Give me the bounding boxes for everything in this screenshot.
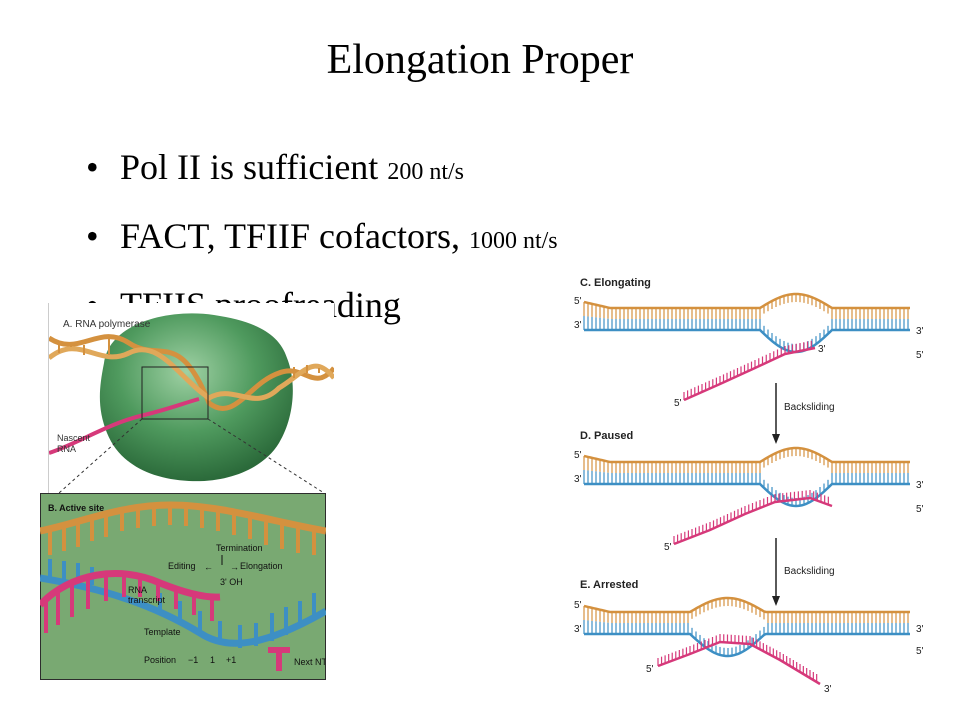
five-prime-label: 5' (916, 350, 924, 361)
backsliding-label-2: Backsliding (784, 566, 835, 577)
next-ntp-icon (268, 647, 290, 671)
dna-top-strand (583, 446, 910, 464)
bullet-item: • FACT, TFIIF cofactors, 1000 nt/s (86, 204, 558, 273)
template-label: Template (144, 627, 181, 637)
bullet-text: Pol II is sufficient (120, 147, 388, 187)
panel-d-paused: D. Paused 5' 3' 3' 5' 5' (574, 430, 924, 553)
three-prime-label: 3' (916, 480, 924, 491)
backsliding-illustration: C. Elongating 5' 3' 3' 5' 3' 5' Backslid… (574, 277, 924, 695)
elongation-label: Elongation (240, 561, 283, 571)
bullet-item: • Pol II is sufficient 200 nt/s (86, 135, 558, 204)
five-prime-label: 5' (574, 600, 582, 611)
panel-e-arrested: E. Arrested 5' 3' 3' 5' 5' 3' (574, 579, 924, 695)
panel-c-elongating: C. Elongating 5' 3' 3' 5' 3' 5' (574, 277, 924, 409)
dna-helix (49, 334, 334, 411)
rna-strand (657, 640, 821, 686)
dna-top-strand (583, 596, 910, 614)
dna-top-strand (583, 292, 910, 310)
figure-active-site: B. Active site Termination Editing ← → E… (40, 493, 326, 680)
slide-title: Elongation Proper (326, 37, 634, 83)
three-prime-label: 3' (916, 326, 924, 337)
rna-strand (683, 346, 816, 402)
bullet-marker: • (86, 216, 99, 256)
rna-label: RNA (57, 444, 76, 454)
editing-arrow: ← (204, 562, 213, 572)
three-prime-label: 3' (824, 684, 832, 695)
rna-transcript-label-2: transcript (128, 595, 166, 605)
figure-rna-polymerase: A. RNA polymerase Nascent RNA (48, 303, 334, 493)
three-prime-label: 3' (574, 624, 582, 635)
position-1: 1 (210, 655, 215, 665)
five-prime-label: 5' (674, 398, 682, 409)
dna-bottom-strand (584, 328, 910, 354)
active-site-illustration: B. Active site Termination Editing ← → E… (40, 493, 326, 680)
rna-polymerase-illustration: A. RNA polymerase Nascent RNA (49, 313, 334, 493)
termination-label: Termination (216, 543, 263, 553)
oh-label: 3' OH (220, 577, 243, 587)
panel-e-label: E. Arrested (580, 579, 638, 591)
bullet-rate: 1000 nt/s (468, 228, 558, 254)
bullet-rate: 200 nt/s (387, 159, 464, 185)
panel-d-label: D. Paused (580, 430, 633, 442)
elongation-arrow: → (230, 562, 239, 572)
dna-bottom-strand (584, 482, 910, 508)
three-prime-label: 3' (916, 624, 924, 635)
editing-label: Editing (168, 561, 196, 571)
five-prime-label: 5' (574, 450, 582, 461)
figure-backsliding: C. Elongating 5' 3' 3' 5' 3' 5' Backslid… (570, 268, 940, 700)
panel-b-label: B. Active site (48, 503, 104, 513)
backsliding-label-1: Backsliding (784, 402, 835, 413)
five-prime-label: 5' (574, 296, 582, 307)
next-ntp-label: Next NTP (294, 657, 326, 667)
zoom-line-left (58, 418, 143, 493)
polymerase-body (99, 313, 293, 482)
nascent-rna-strand (49, 397, 200, 455)
active-site-box (141, 366, 209, 420)
bullet-marker: • (86, 147, 99, 187)
position-plus1: +1 (226, 655, 236, 665)
panel-a-label: A. RNA polymerase (63, 319, 151, 330)
bullet-text: FACT, TFIIF cofactors, (120, 216, 469, 256)
nascent-label: Nascent (57, 433, 91, 443)
five-prime-label: 5' (664, 542, 672, 553)
three-prime-label: 3' (574, 474, 582, 485)
position-minus1: −1 (188, 655, 198, 665)
five-prime-label: 5' (916, 504, 924, 515)
panel-c-label: C. Elongating (580, 277, 651, 289)
rna-transcript-label-1: RNA (128, 585, 147, 595)
zoom-line-right (207, 418, 325, 493)
position-label: Position (144, 655, 176, 665)
three-prime-label: 3' (574, 320, 582, 331)
five-prime-label: 5' (646, 664, 654, 675)
dna-nontemplate-strand (40, 501, 326, 555)
three-prime-label: 3' (818, 344, 826, 355)
rna-transcript-strand (40, 570, 290, 671)
five-prime-label: 5' (916, 646, 924, 657)
